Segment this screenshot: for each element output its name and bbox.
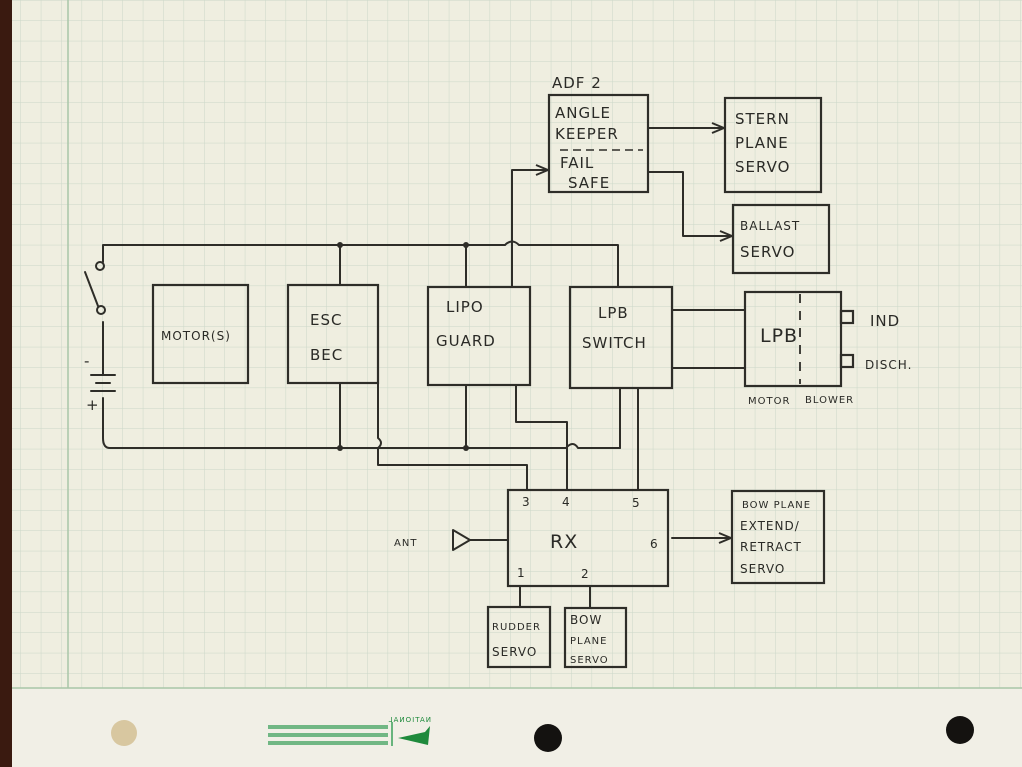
rx-pin-5: 5 — [632, 496, 641, 510]
adf2-block[interactable]: ADF 2 ANGLE KEEPER FAIL SAFE — [547, 74, 650, 194]
ballast-line1: BALLAST — [740, 219, 800, 233]
bow-extend-line3: RETRACT — [740, 540, 802, 554]
lpb-block[interactable]: LPB IND DISCH. MOTOR BLOWER — [743, 290, 912, 407]
rx-pin-2: 2 — [581, 567, 590, 581]
lpb-switch-block[interactable]: LPB SWITCH — [568, 285, 674, 390]
esc-bec-block[interactable]: ESC BEC — [286, 283, 380, 385]
ind-terminal — [839, 309, 855, 325]
stern-plane-servo-block[interactable]: STERN PLANE SERVO — [723, 96, 823, 194]
wiring — [102, 128, 746, 609]
rx-pin-1: 1 — [517, 566, 526, 580]
rx-pin-4: 4 — [562, 495, 571, 509]
motor-caption: MOTOR — [748, 396, 790, 407]
antenna-label: ANT — [394, 538, 417, 549]
rx-pin-6: 6 — [650, 537, 659, 551]
rudder-servo-block[interactable]: RUDDER SERVO — [486, 605, 552, 669]
adf2-fail-label: FAIL — [560, 154, 594, 172]
battery-plus-label: + — [86, 396, 100, 414]
lipo-guard-block[interactable]: LIPO GUARD — [426, 285, 532, 387]
ballast-line2: SERVO — [740, 243, 795, 261]
grid-area — [12, 0, 1022, 688]
esc-label: ESC — [310, 311, 342, 329]
paper-brand-logo: NATIONAL — [268, 716, 431, 746]
ind-label: IND — [870, 312, 900, 330]
rudder-line2: SERVO — [492, 645, 537, 659]
rx-label: RX — [550, 531, 578, 553]
motor-block[interactable]: MOTOR(S) — [151, 283, 250, 385]
guard-label: GUARD — [436, 332, 496, 350]
bow-plane-line1: BOW — [570, 613, 602, 627]
stern-line2: PLANE — [735, 134, 789, 152]
lpb-label: LPB — [760, 325, 798, 347]
punch-hole — [111, 720, 137, 746]
bec-label: BEC — [310, 346, 343, 364]
disch-label: DISCH. — [865, 358, 912, 372]
bow-plane-line2: PLANE — [570, 636, 607, 647]
punch-hole — [534, 724, 562, 752]
blower-caption: BLOWER — [805, 395, 854, 406]
motor-label: MOTOR(S) — [161, 329, 231, 343]
bow-extend-line2: EXTEND/ — [740, 519, 800, 533]
antenna-icon — [452, 529, 471, 551]
svg-text:NATIONAL: NATIONAL — [388, 716, 431, 724]
battery-symbol: - + — [84, 352, 116, 414]
power-switch[interactable] — [84, 261, 106, 315]
bow-plane-line3: SERVO — [570, 655, 609, 666]
punch-hole — [946, 716, 974, 744]
rx-pin-3: 3 — [522, 495, 531, 509]
bow-plane-servo-block[interactable]: BOW PLANE SERVO — [563, 606, 628, 669]
battery-minus-label: - — [84, 352, 90, 370]
lpb-switch-line2: SWITCH — [582, 334, 647, 352]
rudder-line1: RUDDER — [492, 622, 541, 633]
bow-extend-line1: BOW PLANE — [742, 500, 811, 511]
disch-terminal — [839, 353, 855, 369]
adf2-title: ADF 2 — [552, 74, 602, 92]
bow-plane-extend-retract-servo-block[interactable]: BOW PLANE EXTEND/ RETRACT SERVO — [730, 489, 826, 585]
antenna: ANT — [394, 529, 471, 551]
bow-extend-line4: SERVO — [740, 562, 785, 576]
stern-line3: SERVO — [735, 158, 790, 176]
lipo-label: LIPO — [446, 298, 484, 316]
stern-line1: STERN — [735, 110, 790, 128]
adf2-keeper-label: KEEPER — [555, 125, 619, 143]
lpb-switch-line1: LPB — [598, 304, 629, 322]
adf2-angle-label: ANGLE — [555, 104, 611, 122]
adf2-safe-label: SAFE — [568, 174, 610, 192]
ballast-servo-block[interactable]: BALLAST SERVO — [731, 203, 831, 275]
rx-block[interactable]: RX 1 2 3 4 5 6 — [506, 488, 670, 588]
